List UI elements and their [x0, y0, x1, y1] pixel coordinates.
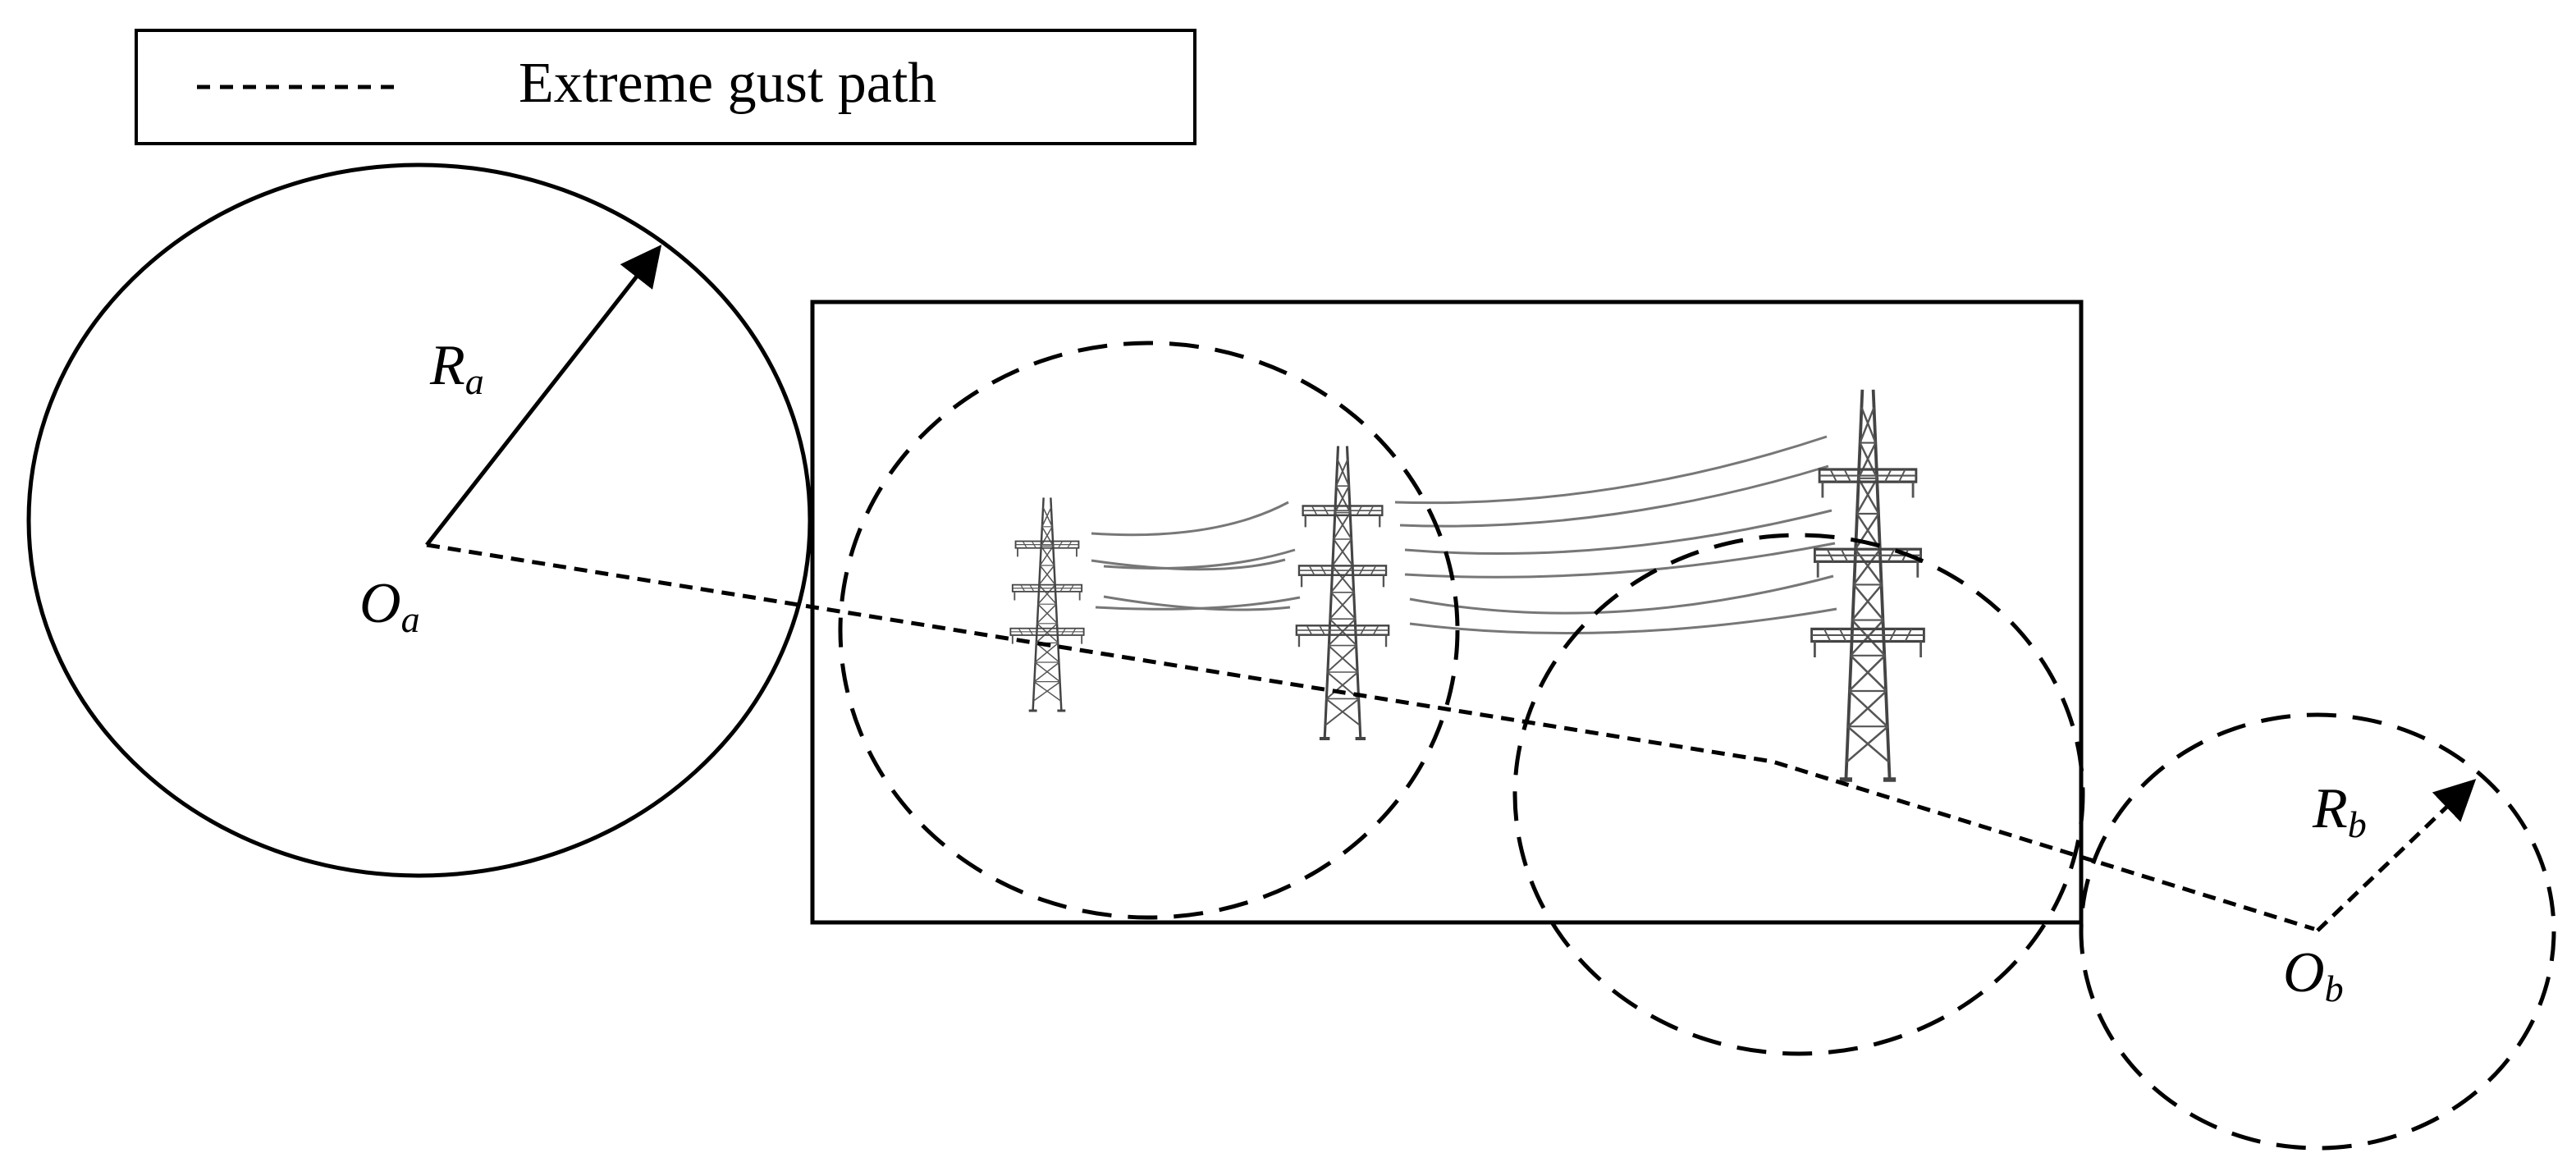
radius-a-label: Ra	[429, 334, 484, 402]
transmission-line-illustration	[1009, 390, 1924, 780]
transmission-tower-icon	[1009, 496, 1086, 712]
center-b-label: Ob	[2283, 941, 2344, 1009]
radius-b-label: Rb	[2312, 777, 2367, 845]
gust-circle-intermediate-2	[1512, 533, 2085, 1056]
transmission-line-region-box	[810, 300, 2084, 925]
gust-circle-b	[2079, 712, 2556, 1151]
legend-label: Extreme gust path	[519, 52, 936, 115]
gust-circle-a	[26, 162, 812, 878]
radius-a-arrow	[425, 245, 662, 547]
radius-b-arrow	[2316, 779, 2477, 932]
gust-circle-intermediate-1	[838, 341, 1460, 920]
legend: Extreme gust path	[135, 29, 1196, 145]
extreme-gust-path	[426, 542, 2315, 931]
center-a-label: Oa	[359, 572, 420, 640]
transmission-tower-icon	[1812, 390, 1924, 780]
transmission-tower-icon	[1297, 446, 1389, 739]
conductor-lines	[1091, 435, 1837, 635]
